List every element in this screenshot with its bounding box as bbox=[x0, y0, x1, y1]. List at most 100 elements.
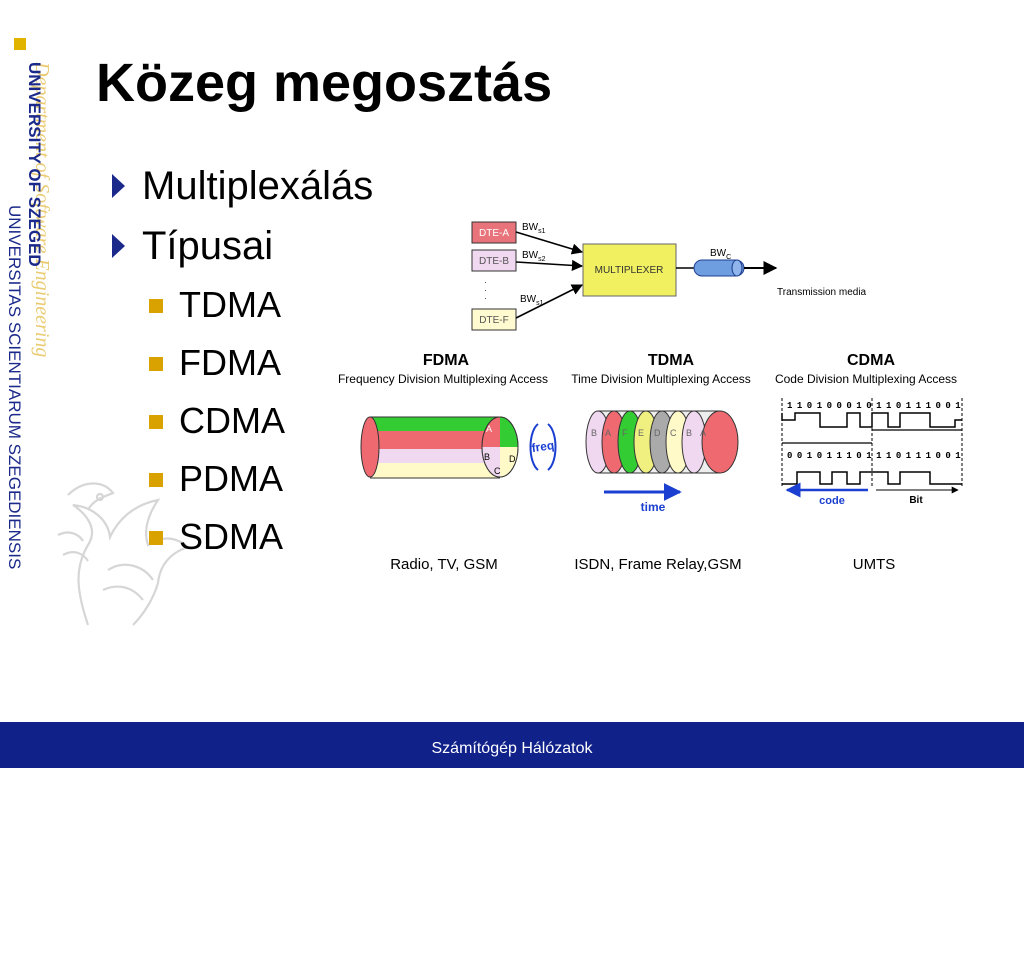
cdma-code-digit: 1 bbox=[797, 401, 803, 411]
cdma-code-digit: 1 bbox=[846, 451, 852, 461]
triangle-bullet-icon bbox=[112, 234, 125, 258]
cdma-code-digit: 0 bbox=[945, 401, 950, 411]
fdma-back-end bbox=[360, 416, 380, 478]
fdma-slice-d bbox=[500, 447, 518, 477]
tdma-subtitle: Time Division Multiplexing Access bbox=[571, 372, 751, 386]
bullet-text: Típusai bbox=[142, 224, 274, 268]
bwc-label: BWC bbox=[710, 248, 731, 261]
fdma-subtitle: Frequency Division Multiplexing Access bbox=[338, 372, 548, 386]
arrow-b bbox=[515, 259, 584, 271]
subitem-fdma: FDMA bbox=[112, 336, 373, 394]
cdma-code-digit: 1 bbox=[837, 451, 843, 461]
fdma-cylinder: A B C D freq bbox=[360, 416, 557, 479]
fdma-band-red bbox=[370, 431, 500, 449]
tdma-label-8: A bbox=[700, 428, 706, 438]
fdma-example: Radio, TV, GSM bbox=[390, 556, 498, 573]
subitem-tdma: TDMA bbox=[112, 278, 373, 336]
cdma-code-digit: 0 bbox=[856, 451, 861, 461]
cdma-code-digit: 0 bbox=[896, 451, 901, 461]
square-bullet-icon bbox=[149, 415, 163, 429]
fdma-label-c: C bbox=[494, 466, 501, 476]
cdma-waveform-2 bbox=[782, 471, 962, 485]
fdma-band-pink bbox=[370, 449, 500, 463]
footer-text: Számítógép Hálózatok bbox=[431, 740, 593, 757]
cdma-code-digit: 0 bbox=[936, 451, 941, 461]
dte-b-label: DTE-B bbox=[479, 256, 509, 267]
subitem-sdma: SDMA bbox=[112, 510, 373, 568]
dots-2: · bbox=[484, 285, 487, 295]
fdma-front-outline bbox=[481, 416, 519, 478]
subitem-text: SDMA bbox=[179, 516, 284, 557]
arrow-a bbox=[515, 231, 584, 255]
tdma-cylinder: B A F E D C B A time bbox=[585, 410, 739, 514]
cdma-code-digit: 1 bbox=[916, 451, 922, 461]
cdma-code-digit: 0 bbox=[837, 401, 842, 411]
cdma-code-digit: 1 bbox=[926, 451, 932, 461]
tdma-label-2: A bbox=[605, 428, 611, 438]
freq-arrow-left bbox=[529, 423, 539, 471]
cdma-code-digit: 1 bbox=[817, 401, 823, 411]
tdma-example: ISDN, Frame Relay,GSM bbox=[574, 556, 741, 573]
bw-label-2: BWs2 bbox=[522, 250, 546, 263]
cdma-code-digit: 1 bbox=[876, 401, 882, 411]
dte-f-box bbox=[471, 308, 517, 331]
fdma-slice-b bbox=[482, 417, 500, 447]
cdma-example: UMTS bbox=[853, 556, 896, 573]
dte-a-label: DTE-A bbox=[479, 228, 509, 239]
cdma-code-digit: 1 bbox=[866, 451, 872, 461]
cdma-code-digit: 1 bbox=[916, 401, 922, 411]
tdma-label-3: F bbox=[622, 428, 628, 438]
sidebar-department: Department of Software Engineering bbox=[31, 62, 53, 358]
multiplexing-diagram: DTE-A DTE-B · · · DTE-F BWs1 BWs2 BWs1 M… bbox=[338, 221, 963, 573]
fdma-label-d: D bbox=[509, 454, 516, 464]
fdma-slice-c bbox=[482, 447, 500, 477]
fdma-label-a: A bbox=[486, 424, 492, 434]
tdma-label-4: E bbox=[638, 428, 644, 438]
freq-arrow-right bbox=[547, 423, 557, 471]
cdma-code-digit: 1 bbox=[926, 401, 932, 411]
cdma-code-digit: 0 bbox=[896, 401, 901, 411]
cdma-code-digit: 0 bbox=[866, 401, 871, 411]
footer-bar: Számítógép Hálózatok bbox=[0, 722, 1024, 768]
cdma-waveform-1 bbox=[781, 412, 962, 428]
code-label: code bbox=[819, 495, 845, 507]
cdma-code-digit: 1 bbox=[955, 401, 961, 411]
bullet-types: Típusai bbox=[112, 218, 373, 278]
cdma-code-digit: 0 bbox=[846, 401, 851, 411]
subitem-text: TDMA bbox=[179, 284, 281, 325]
bullet-multiplexing: Multiplexálás bbox=[112, 158, 373, 218]
square-bullet-icon bbox=[149, 299, 163, 313]
fdma-cylinder-edges bbox=[370, 416, 500, 479]
cdma-subtitle: Code Division Multiplexing Access bbox=[775, 372, 957, 386]
bullet-list: Multiplexálás Típusai TDMA FDMA CDMA PDM… bbox=[112, 158, 373, 568]
cdma-code-digit: 1 bbox=[807, 451, 813, 461]
dots-3: · bbox=[484, 293, 487, 303]
cdma-code-digit: 1 bbox=[856, 401, 862, 411]
cdma-code-digit: 0 bbox=[807, 401, 812, 411]
fdma-slice-a bbox=[500, 417, 518, 447]
bw-label-1: BWs1 bbox=[522, 222, 546, 235]
cdma-code-digit: 1 bbox=[906, 401, 912, 411]
sidebar-university: UNIVERSITY OF SZEGED bbox=[25, 62, 44, 267]
tdma-label-6: C bbox=[670, 428, 677, 438]
fdma-band-green bbox=[370, 417, 500, 431]
tdma-label-7: B bbox=[686, 428, 692, 438]
multiplexer-diagram: DTE-A DTE-B · · · DTE-F BWs1 BWs2 BWs1 M… bbox=[471, 221, 867, 331]
bit-label: Bit bbox=[909, 495, 923, 506]
tdma-front-end bbox=[701, 410, 739, 474]
cdma-code-digit: 1 bbox=[906, 451, 912, 461]
cdma-code-digit: 1 bbox=[886, 401, 892, 411]
tdma-title: TDMA bbox=[648, 352, 695, 369]
dots-1: · bbox=[484, 277, 487, 287]
cdma-code-digit: 0 bbox=[936, 401, 941, 411]
griffin-crest-watermark bbox=[57, 482, 191, 626]
subitem-text: FDMA bbox=[179, 342, 281, 383]
subitem-pdma: PDMA bbox=[112, 452, 373, 510]
cdma-code-digit: 0 bbox=[827, 401, 832, 411]
fdma-label-b: B bbox=[484, 452, 490, 462]
square-bullet-icon bbox=[149, 473, 163, 487]
tdma-label-1: B bbox=[591, 428, 597, 438]
transmission-media-label: Transmission media bbox=[777, 287, 867, 298]
cdma-code-digit: 0 bbox=[945, 451, 950, 461]
